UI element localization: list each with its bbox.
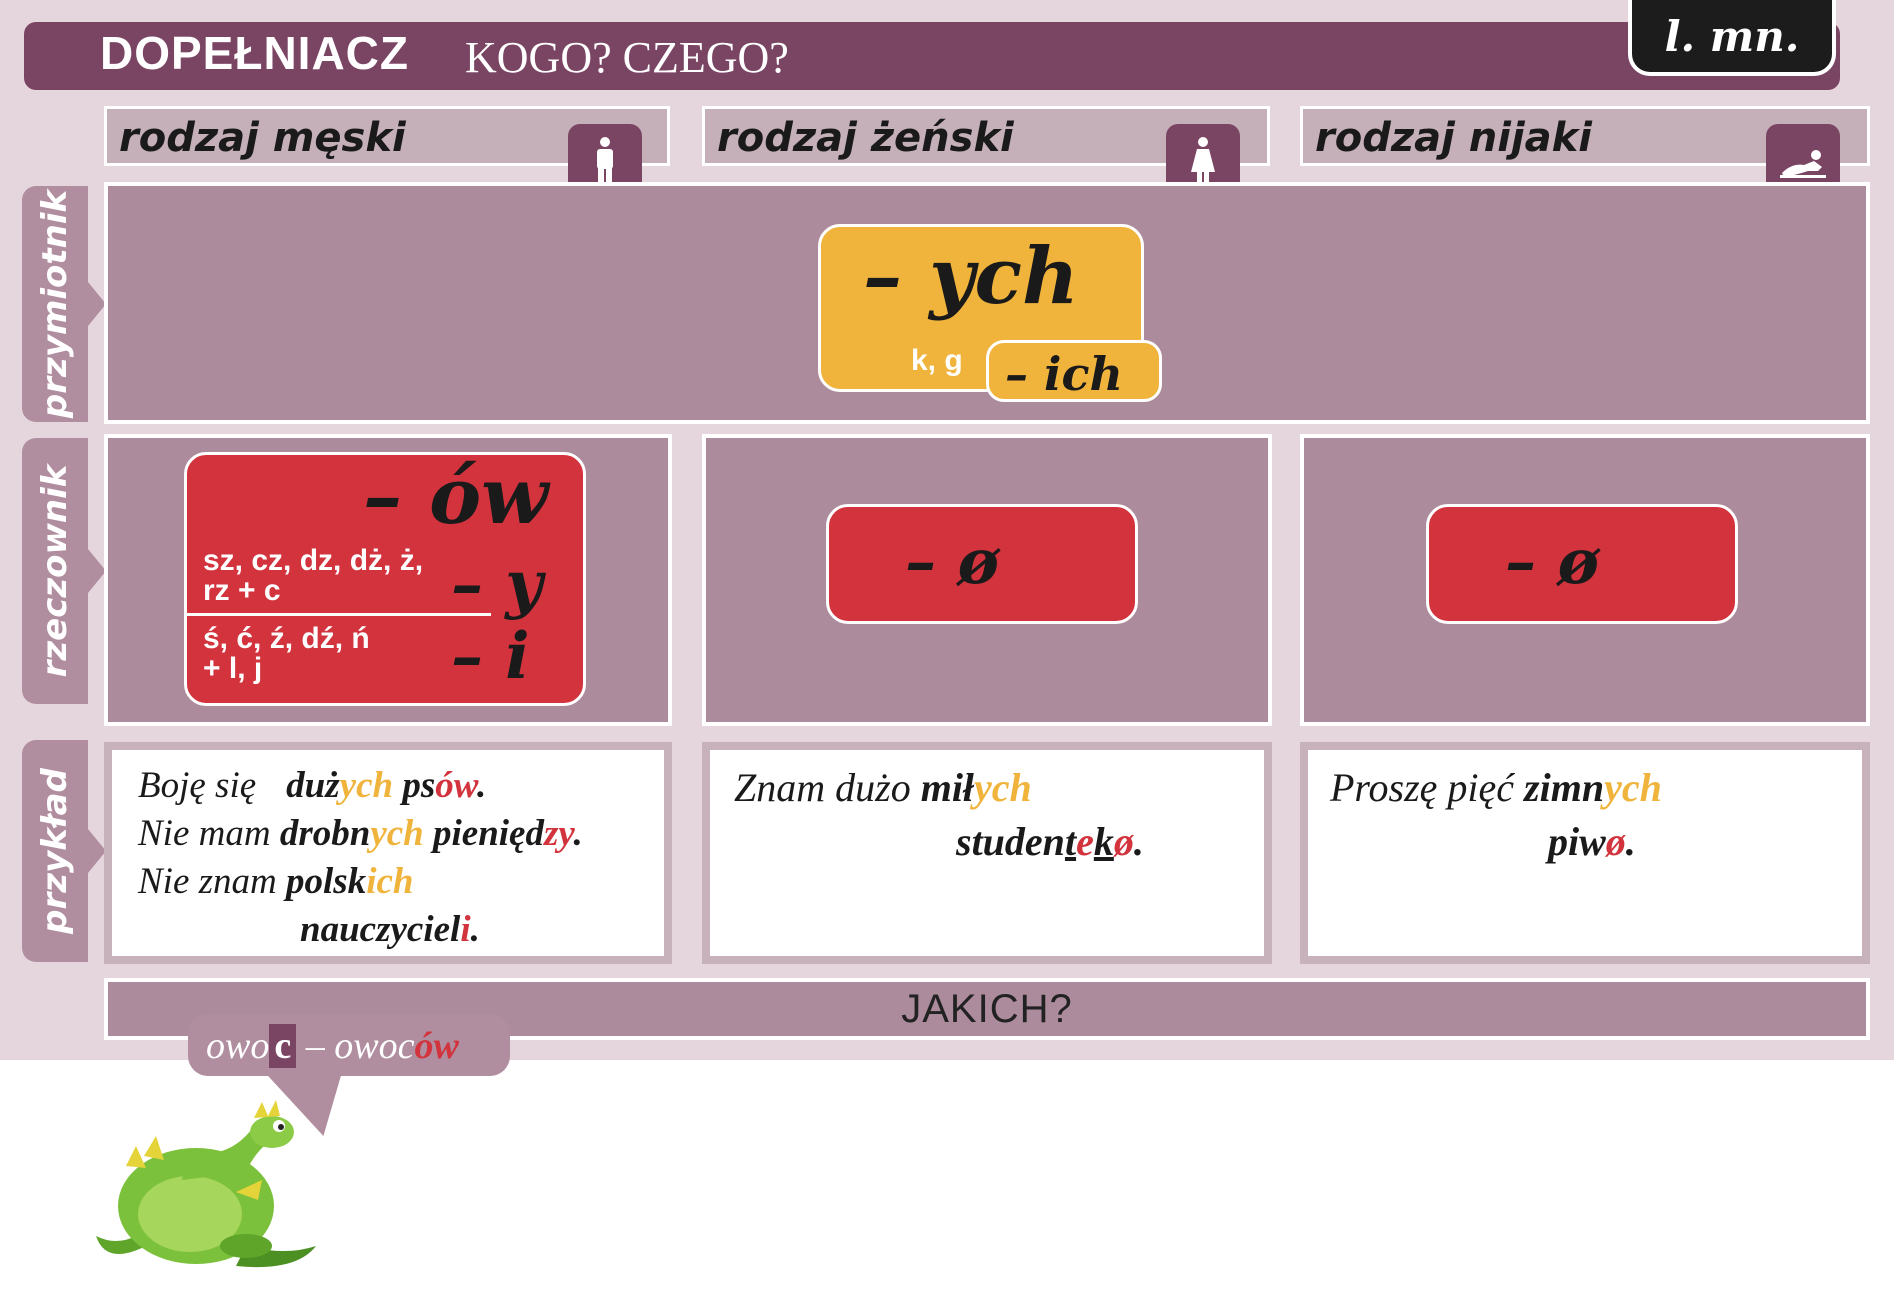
row-tab-adjective: przymiotnik	[22, 186, 106, 422]
adjective-alt-ending-box: – ich	[986, 340, 1162, 402]
example-line: Znam dużo miłych	[734, 765, 1032, 810]
adjective-condition: k, g	[911, 344, 963, 377]
row-arrow	[88, 829, 106, 873]
row-arrow	[88, 282, 106, 326]
adjective-ending: – ych	[863, 231, 1079, 322]
row-tab-noun: rzeczownik	[22, 438, 106, 704]
row-label-example: przykład	[35, 768, 75, 934]
example-line: Nie znam polskich	[138, 861, 414, 902]
page-subtitle: KOGO? CZEGO?	[465, 33, 789, 82]
row-label-noun: rzeczownik	[35, 464, 75, 678]
divider	[187, 613, 491, 616]
plural-badge: l. mn.	[1628, 0, 1836, 76]
noun-ending-box-masculine: – ów sz, cz, dz, dż, ż, rz + c – y ś, ć,…	[184, 451, 586, 706]
noun-ending-feminine: – ø	[905, 525, 999, 598]
page-title: DOPEŁNIACZ	[100, 27, 409, 79]
example-line: piwø.	[1548, 819, 1636, 864]
row-label-adjective: przymiotnik	[35, 189, 75, 419]
question-bar: JAKICH?	[104, 978, 1870, 1040]
condition-soft-2: + l, j	[203, 652, 263, 685]
noun-ending-neuter: – ø	[1505, 525, 1599, 598]
example-neuter: Proszę pięć zimnych piwø.	[1300, 742, 1870, 964]
neuter-label: rodzaj nijaki	[1315, 115, 1592, 161]
example-line: Proszę pięć zimnych	[1330, 765, 1662, 810]
noun-ending-masculine: – ów	[363, 451, 549, 542]
example-line: Nie mam drobnych pieniędzy.	[138, 813, 583, 854]
noun-ending-i: – i	[451, 619, 530, 694]
feminine-label: rodzaj żeński	[717, 115, 1014, 161]
row-tab-example: przykład	[22, 740, 106, 962]
example-line: nauczycieli.	[300, 909, 480, 950]
title-bar	[24, 22, 1840, 90]
adjective-alt-ending: – ich	[1005, 347, 1123, 401]
noun-ending-y: – y	[451, 547, 543, 622]
condition-hard-2: rz + c	[203, 574, 281, 607]
noun-ending-box-feminine: – ø	[826, 504, 1138, 624]
condition-hard: sz, cz, dz, dż, ż,	[203, 544, 424, 577]
condition-soft: ś, ć, ź, dź, ń	[203, 622, 370, 655]
noun-ending-box-neuter: – ø	[1426, 504, 1738, 624]
dragon-mascot-icon	[96, 1100, 316, 1268]
example-line: studentekø.	[956, 819, 1144, 864]
masculine-label: rodzaj męski	[119, 115, 406, 161]
row-arrow	[88, 549, 106, 593]
speech-bubble	[188, 1014, 510, 1076]
example-feminine: Znam dużo miłych studentekø.	[702, 742, 1272, 964]
